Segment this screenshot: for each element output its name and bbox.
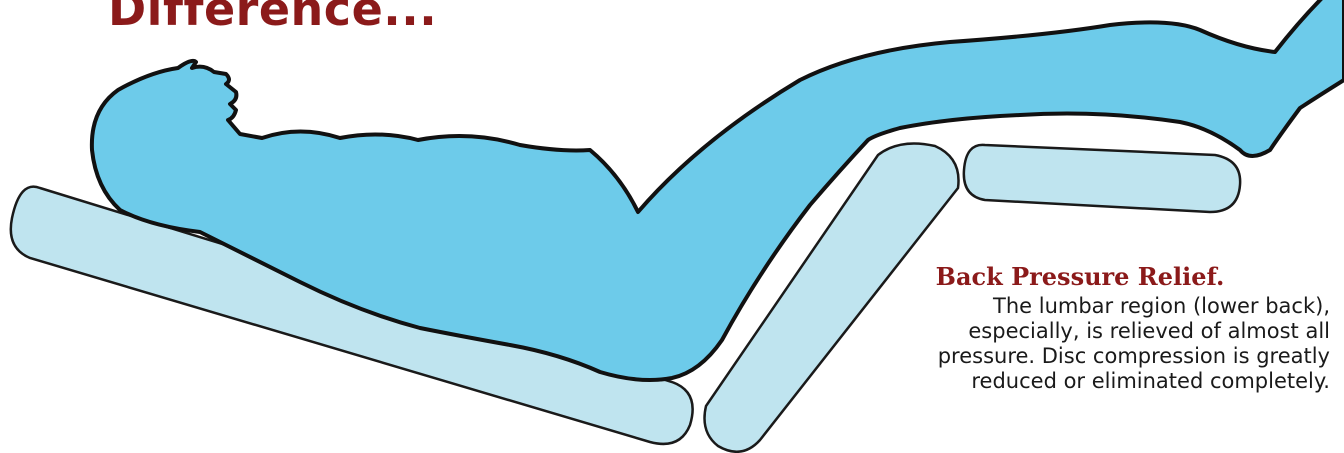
caption-line: pressure. Disc compression is greatly bbox=[937, 344, 1330, 368]
leg-cushion bbox=[962, 143, 1242, 214]
caption-line: reduced or eliminated completely. bbox=[971, 369, 1330, 393]
caption-title: Back Pressure Relief. bbox=[935, 262, 1225, 291]
caption-line: The lumbar region (lower back), bbox=[993, 294, 1330, 318]
back-cushion bbox=[9, 185, 694, 446]
headline: Difference... bbox=[108, 0, 438, 36]
knee-wedge-cushion bbox=[703, 142, 960, 453]
caption-line: especially, is relieved of almost all bbox=[968, 319, 1330, 343]
caption-body: The lumbar region (lower back), especial… bbox=[800, 294, 1330, 394]
reclining-figure bbox=[89, 0, 1344, 382]
